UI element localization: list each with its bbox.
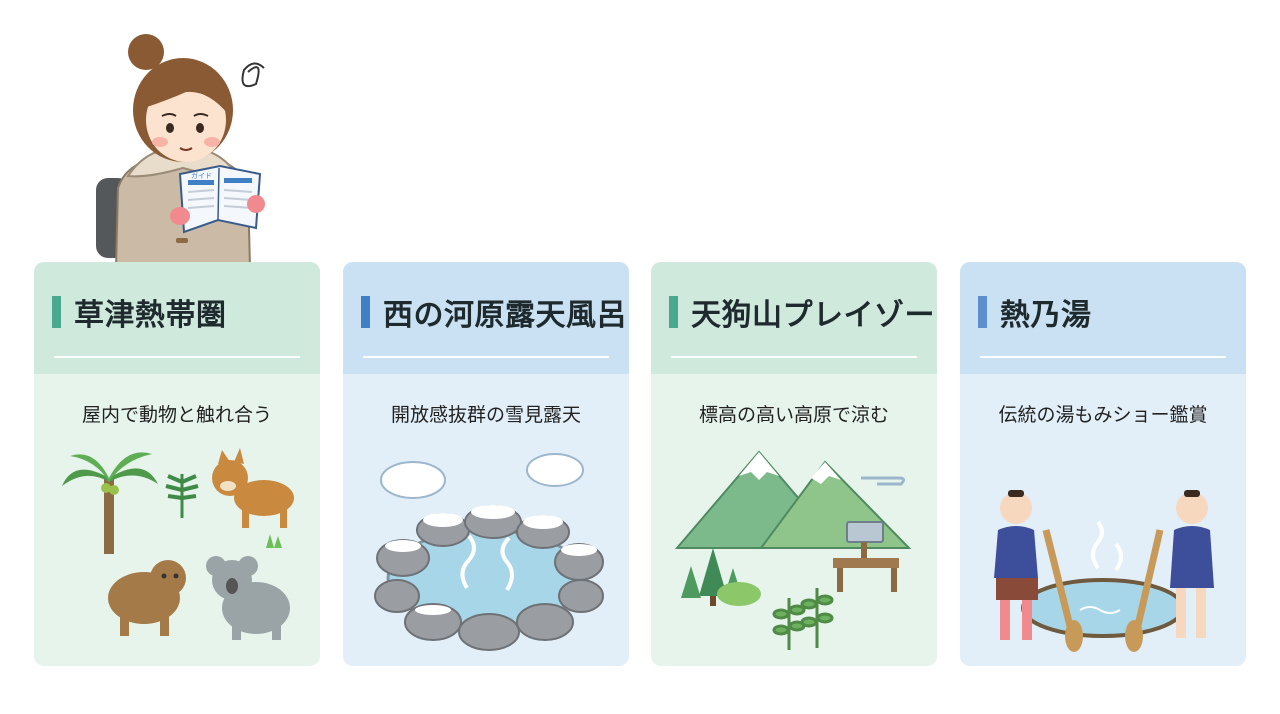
card-title: 西の河原露天風呂 xyxy=(383,298,627,333)
divider xyxy=(54,356,300,358)
attraction-card-tropical-zone[interactable]: 草津熱帯圏 屋内で動物と触れ合う xyxy=(34,262,320,666)
snowy-hot-spring-illustration xyxy=(374,453,604,651)
card-header: 草津熱帯圏 xyxy=(34,262,320,374)
card-header: 天狗山プレイゾーン xyxy=(651,262,937,374)
accent-bar xyxy=(52,296,61,328)
accent-bar xyxy=(669,296,678,328)
attraction-card-netsunoyu[interactable]: 熱乃湯 伝統の湯もみショー鑑賞 xyxy=(960,262,1246,666)
svg-text:ガイド: ガイド xyxy=(191,171,212,180)
animals-illustration xyxy=(62,448,294,640)
accent-bar xyxy=(361,296,370,328)
yumomi-show-illustration xyxy=(994,490,1214,652)
accent-bar xyxy=(978,296,987,328)
attraction-card-tengu-play-zone[interactable]: 天狗山プレイゾーン 標高の高い高原で涼む xyxy=(651,262,937,666)
attraction-card-open-air-bath[interactable]: 西の河原露天風呂 開放感抜群の雪見露天 xyxy=(343,262,629,666)
card-header: 西の河原露天風呂 xyxy=(343,262,629,374)
divider xyxy=(671,356,917,358)
card-title: 熱乃湯 xyxy=(1000,298,1092,333)
card-subtitle: 伝統の湯もみショー鑑賞 xyxy=(998,404,1208,426)
card-subtitle: 屋内で動物と触れ合う xyxy=(81,404,272,426)
card-title: 天狗山プレイゾーン xyxy=(691,298,937,333)
divider xyxy=(363,356,609,358)
divider xyxy=(980,356,1226,358)
girl-reading-guide-illustration: ガイド xyxy=(96,34,265,268)
card-title: 草津熱帯圏 xyxy=(74,298,227,333)
card-header: 熱乃湯 xyxy=(960,262,1246,374)
highland-mountains-illustration xyxy=(674,450,912,650)
card-subtitle: 標高の高い高原で涼む xyxy=(698,404,889,426)
card-subtitle: 開放感抜群の雪見露天 xyxy=(390,404,581,426)
